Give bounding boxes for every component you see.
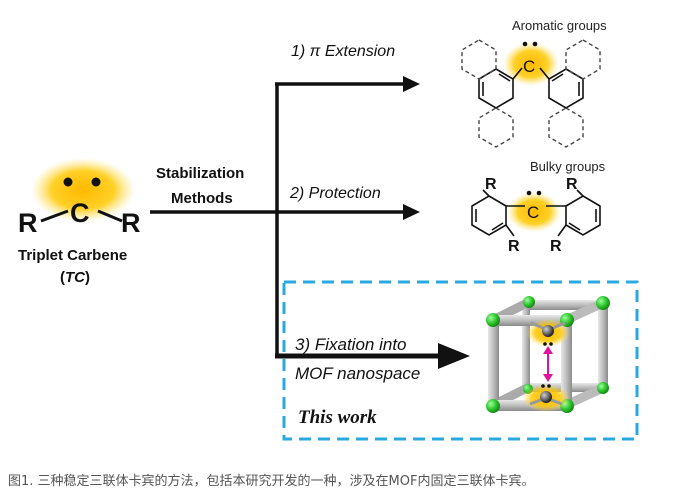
- mof-cube: [486, 296, 610, 413]
- bulky-r-bottom-left: R: [508, 238, 520, 255]
- bulky-r-bottom-right: R: [550, 238, 562, 255]
- bulky-r-top-right: R: [566, 176, 578, 193]
- figure-caption: 图1. 三种稳定三联体卡宾的方法，包括本研究开发的一种，涉及在MOF内固定三联体…: [8, 474, 535, 489]
- triplet-carbene: R C R Triplet Carbene (TC): [18, 158, 141, 286]
- aromatic-carbon: C: [523, 57, 535, 76]
- radical-dot-left: [63, 177, 73, 187]
- stabilization-line2: Methods: [171, 190, 233, 207]
- branch-arrows: [150, 82, 440, 359]
- aromatic-structure: Aromatic groups C: [461, 18, 607, 148]
- carbene-left-r: R: [18, 208, 38, 238]
- bulky-structure: Bulky groups C R R R R: [471, 159, 606, 255]
- method-pi-extension: 1) π Extension: [291, 43, 395, 60]
- arrowhead-1: [403, 76, 420, 92]
- carbene-glow: [31, 158, 135, 222]
- carbene-abbr: (TC): [60, 269, 90, 286]
- arrowhead-3: [438, 343, 470, 369]
- method-protection: 2) Protection: [289, 185, 381, 202]
- this-work-box: [282, 280, 639, 441]
- bulky-carbon: C: [527, 203, 539, 222]
- bulky-r-top-left: R: [485, 176, 497, 193]
- carbene-right-r: R: [121, 208, 141, 238]
- stabilization-line1: Stabilization: [156, 165, 244, 182]
- radical-dot-right: [91, 177, 101, 187]
- aromatic-label: Aromatic groups: [512, 18, 607, 33]
- method-fixation-line2: MOF nanospace: [295, 364, 420, 383]
- this-work-label: This work: [298, 407, 377, 428]
- bulky-label: Bulky groups: [530, 159, 606, 174]
- carbene-name: Triplet Carbene: [18, 247, 127, 264]
- bond-left: [40, 209, 69, 223]
- carbene-center-c: C: [70, 198, 90, 228]
- method-fixation-line1: 3) Fixation into: [295, 335, 407, 354]
- arrowhead-2: [403, 204, 420, 220]
- bulky-glow: [507, 192, 561, 232]
- bond-right: [97, 209, 123, 223]
